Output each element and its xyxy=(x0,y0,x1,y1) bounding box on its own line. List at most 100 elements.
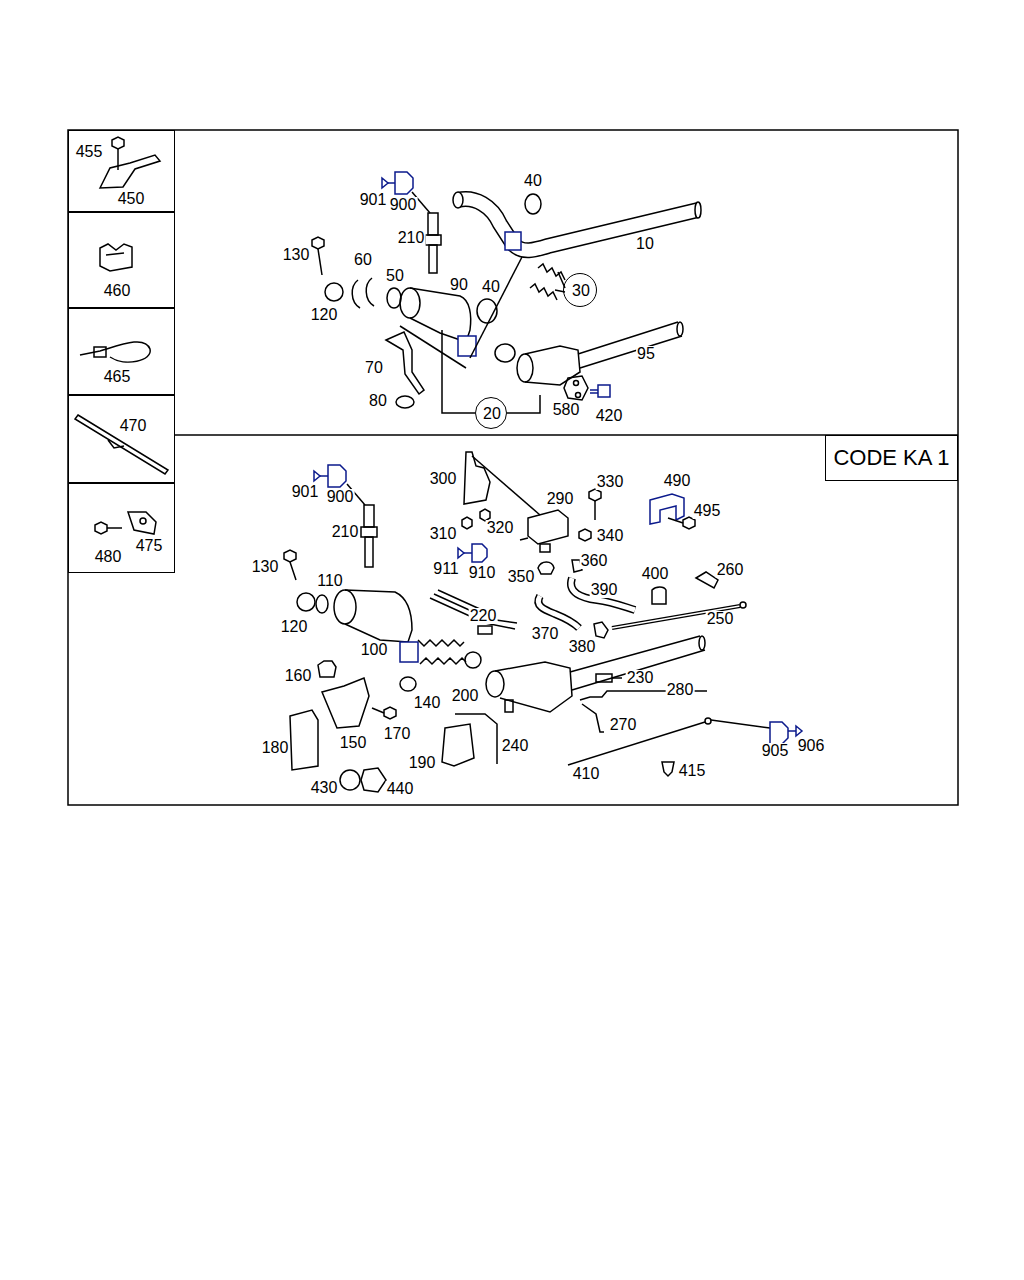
callout-number: 390 xyxy=(590,582,619,598)
leader-line xyxy=(470,257,522,358)
callout-number: 320 xyxy=(486,520,515,536)
catalytic-converter xyxy=(400,288,476,356)
callout-number: 360 xyxy=(580,553,609,569)
callout-number: 230 xyxy=(626,670,655,686)
tube xyxy=(455,714,497,764)
hose xyxy=(571,578,635,610)
clamp xyxy=(352,278,374,308)
leader-line xyxy=(711,720,770,728)
rear-pipe-converter xyxy=(495,322,683,385)
callout-number: 120 xyxy=(280,619,309,635)
group-bracket xyxy=(400,326,466,368)
bracket xyxy=(650,494,684,524)
callout-number: 190 xyxy=(408,755,437,771)
hose xyxy=(538,596,579,628)
nut xyxy=(462,517,472,529)
callout-number: 380 xyxy=(568,639,597,655)
callout-number: 70 xyxy=(364,360,384,376)
grommet xyxy=(400,677,416,691)
grommet xyxy=(396,396,414,408)
callout-number: 90 xyxy=(449,277,469,293)
group-circle: 20 xyxy=(475,397,507,429)
clamp-part xyxy=(590,385,610,397)
bolt xyxy=(589,489,601,520)
sensor-connector xyxy=(458,544,487,562)
clip xyxy=(538,562,554,574)
oxygen-sensor-connector xyxy=(382,172,413,194)
gasket xyxy=(316,595,328,613)
bracket xyxy=(386,332,424,394)
callout-number: 20 xyxy=(483,406,501,422)
spring-bolts xyxy=(530,264,565,300)
nut xyxy=(579,529,591,541)
bolt-bracket-icon xyxy=(95,512,156,534)
accessory-cell: 470 xyxy=(68,395,175,483)
callout-number: 470 xyxy=(120,418,147,434)
callout-number: 901 xyxy=(359,192,388,208)
wire-harness xyxy=(430,590,517,634)
callout-number: 60 xyxy=(353,252,373,268)
code-label: CODE KA 1 xyxy=(833,447,949,469)
nut xyxy=(318,661,336,677)
callout-number: 900 xyxy=(389,197,418,213)
sensor xyxy=(596,674,622,682)
callout-number: 210 xyxy=(397,230,426,246)
callout-number: 420 xyxy=(595,408,624,424)
callout-number: 455 xyxy=(76,144,103,160)
gasket xyxy=(525,194,541,214)
callout-number: 40 xyxy=(523,173,543,189)
callout-number: 130 xyxy=(251,559,280,575)
callout-number: 150 xyxy=(339,735,368,751)
callout-number: 370 xyxy=(531,626,560,642)
callout-number: 220 xyxy=(469,608,498,624)
callout-number: 210 xyxy=(331,524,360,540)
code-box: CODE KA 1 xyxy=(825,435,958,481)
tube xyxy=(612,606,740,628)
callout-number: 310 xyxy=(429,526,458,542)
callout-number: 495 xyxy=(693,503,722,519)
callout-number: 490 xyxy=(663,473,692,489)
callout-number: 460 xyxy=(104,283,131,299)
callout-number: 10 xyxy=(635,236,655,252)
clamp-ring xyxy=(297,593,315,611)
cable-tie-icon xyxy=(80,342,150,362)
gasket xyxy=(387,288,401,308)
rubber-hanger xyxy=(564,376,588,400)
callout-number: 140 xyxy=(413,695,442,711)
callout-number: 95 xyxy=(636,346,656,362)
leader-line xyxy=(472,456,540,515)
clamp-ring xyxy=(325,283,343,301)
callout-number: 330 xyxy=(596,474,625,490)
particle-filter xyxy=(486,636,705,712)
callout-number: 200 xyxy=(451,688,480,704)
oxygen-sensor xyxy=(361,505,377,567)
clamp xyxy=(652,587,666,604)
callout-number: 900 xyxy=(326,489,355,505)
callout-number: 440 xyxy=(386,781,415,797)
callout-number: 270 xyxy=(609,717,638,733)
catalytic-converter xyxy=(334,590,466,664)
callout-number: 260 xyxy=(716,562,745,578)
callout-number: 30 xyxy=(572,283,590,299)
callout-number: 130 xyxy=(282,247,311,263)
callout-number: 170 xyxy=(383,726,412,742)
front-pipe xyxy=(453,192,701,250)
frame xyxy=(68,130,958,805)
callout-number: 450 xyxy=(118,191,145,207)
bolt xyxy=(284,550,296,580)
accessory-cell: 480475 xyxy=(68,483,175,573)
callout-number: 910 xyxy=(468,565,497,581)
bolt xyxy=(668,517,695,529)
callout-number: 300 xyxy=(429,471,458,487)
callout-number: 465 xyxy=(104,369,131,385)
callout-number: 250 xyxy=(706,611,735,627)
clamp xyxy=(465,652,481,668)
bolt-bracket-icon xyxy=(100,137,160,188)
callout-number: 906 xyxy=(797,738,826,754)
strap-icon xyxy=(75,415,168,474)
clip-icon xyxy=(100,244,132,271)
callout-number: 100 xyxy=(360,642,389,658)
callout-number: 110 xyxy=(316,573,344,589)
accessory-cell: 465 xyxy=(68,308,175,395)
